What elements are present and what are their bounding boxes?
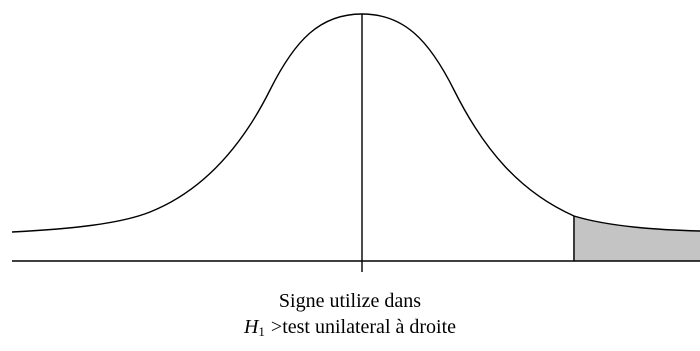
caption-line-2: H1 >test unilateral à droite xyxy=(0,315,700,344)
caption-text-signe: Signe utilize dans xyxy=(278,290,422,312)
hypothesis-subscript: 1 xyxy=(258,324,265,339)
normal-distribution-curve xyxy=(11,13,700,233)
hypothesis-letter: H xyxy=(243,316,259,338)
inequality-sign: > xyxy=(270,316,283,338)
test-description: test unilateral à droite xyxy=(282,316,457,338)
rejection-region-shading xyxy=(574,216,700,261)
caption-line-1: Signe utilize dans xyxy=(0,289,700,313)
